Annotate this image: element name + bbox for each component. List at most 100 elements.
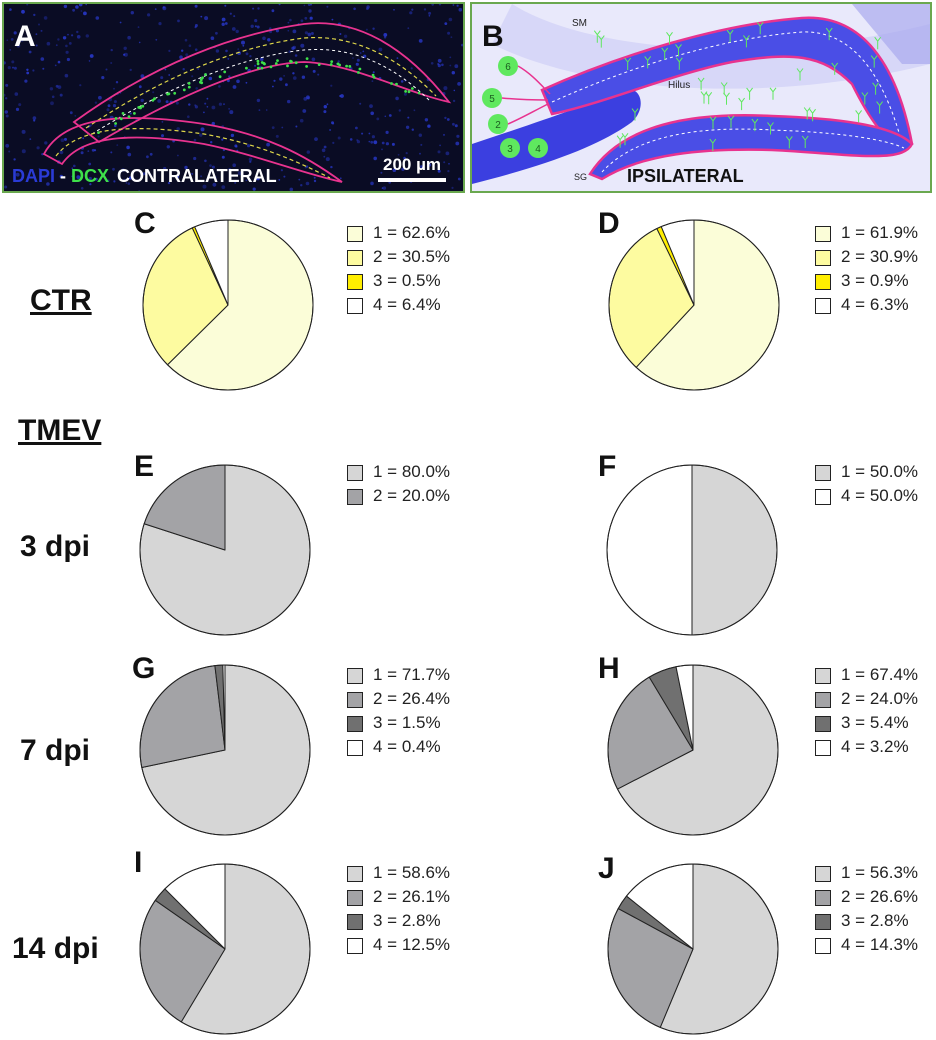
dapi-nucleus — [79, 84, 82, 87]
legend-swatch — [815, 274, 831, 290]
dapi-nucleus — [4, 185, 8, 189]
cell-4-label: 4 — [535, 144, 541, 155]
dapi-nucleus — [168, 49, 171, 53]
dapi-nucleus — [194, 26, 197, 29]
pie-outline — [139, 863, 311, 1035]
dapi-nucleus — [188, 44, 192, 47]
dapi-nucleus — [154, 8, 157, 10]
dcx-cell — [200, 81, 204, 85]
dapi-nucleus — [331, 121, 334, 125]
legend-label: 2 = 26.6% — [841, 887, 919, 906]
dcx-cell — [269, 65, 273, 69]
dapi-nucleus — [76, 30, 79, 34]
panel-b-schematic: 6 5 2 3 4 SM Hilus SG IPSILATERAL B — [470, 2, 932, 193]
dapi-nucleus — [140, 74, 145, 79]
dcx-cell — [329, 63, 333, 66]
lower-blade-dashed-line — [55, 128, 331, 179]
dapi-nucleus — [57, 38, 60, 41]
dapi-nucleus — [250, 24, 254, 28]
dcx-neuron-sketch — [738, 97, 745, 111]
dcx-cell — [411, 87, 414, 90]
legend-label: 3 = 1.5% — [373, 713, 441, 732]
dapi-nucleus — [200, 127, 205, 132]
dapi-nucleus — [21, 129, 26, 134]
dapi-nucleus — [221, 22, 225, 26]
dapi-nucleus — [444, 116, 447, 120]
dapi-nucleus — [212, 182, 217, 187]
dapi-nucleus — [146, 155, 149, 159]
dapi-nucleus — [65, 44, 68, 48]
dcx-cell — [245, 66, 248, 70]
dapi-nucleus — [137, 26, 140, 28]
dapi-nucleus — [66, 57, 70, 62]
dapi-nucleus — [337, 60, 340, 63]
dapi-nucleus — [307, 4, 311, 6]
dcx-neuron-sketch — [644, 56, 652, 69]
dapi-nucleus — [29, 40, 32, 43]
dapi-nucleus — [236, 79, 240, 84]
dapi-nucleus — [112, 104, 117, 108]
dcx-neuron-sketch — [624, 57, 632, 70]
dapi-nucleus — [330, 165, 333, 169]
dapi-nucleus — [340, 177, 342, 179]
dcx-neuron-sketch — [855, 110, 862, 123]
dapi-nucleus — [303, 97, 308, 101]
dapi-nucleus — [413, 109, 416, 112]
dapi-nucleus — [385, 130, 389, 134]
dapi-nucleus — [38, 167, 41, 170]
legend-swatch — [347, 890, 363, 906]
dapi-nucleus — [8, 150, 11, 153]
dapi-nucleus — [325, 157, 330, 162]
dapi-nucleus — [326, 103, 329, 106]
dapi-nucleus — [431, 4, 434, 6]
dapi-nucleus — [275, 134, 279, 138]
dcx-cell — [204, 73, 207, 76]
dapi-nucleus — [42, 67, 45, 70]
dapi-nucleus — [57, 60, 61, 64]
dapi-nucleus — [123, 46, 127, 50]
dapi-nucleus — [188, 103, 191, 106]
legend-swatch — [815, 890, 831, 906]
dcx-neuron-sketch — [796, 68, 804, 81]
dcx-cell — [127, 115, 131, 119]
pie-chart-j — [607, 863, 779, 1035]
dapi-nucleus — [437, 58, 442, 63]
dapi-nucleus — [355, 62, 359, 66]
dapi-nucleus — [330, 84, 333, 87]
dcx-cell — [260, 61, 264, 64]
dapi-nucleus — [265, 109, 268, 111]
cell-5-label: 5 — [489, 94, 495, 105]
cell-2-label: 2 — [495, 120, 501, 131]
dcx-neuron-sketch — [876, 101, 883, 114]
schematic-graphic: 6 5 2 3 4 SM Hilus SG IPSILATERAL — [472, 4, 930, 191]
dapi-nucleus — [33, 119, 36, 122]
dcx-neuron-sketch — [700, 91, 708, 104]
dapi-nucleus — [15, 172, 20, 177]
dapi-nucleus — [378, 47, 383, 52]
pie-slice-f-1 — [691, 464, 778, 636]
dcx-neuron-sketch — [874, 36, 882, 50]
dapi-nucleus — [385, 142, 389, 146]
dapi-nucleus — [245, 81, 248, 84]
dapi-nucleus — [95, 16, 100, 20]
pie-outline — [139, 664, 311, 836]
dapi-nucleus — [314, 137, 318, 142]
row-label-tmev: TMEV — [18, 414, 102, 447]
dapi-nucleus — [452, 99, 456, 103]
dcx-cell — [173, 91, 177, 95]
dapi-nucleus — [371, 135, 375, 139]
dapi-nucleus — [38, 23, 40, 26]
dapi-nucleus — [206, 97, 209, 100]
dapi-nucleus — [112, 167, 115, 171]
row-label-3dpi: 3 dpi — [20, 530, 91, 563]
row-label-14dpi: 14 dpi — [12, 932, 99, 965]
dapi-nucleus — [454, 64, 459, 69]
dcx-neuron-sketch — [597, 35, 605, 48]
dapi-nucleus — [194, 48, 198, 51]
dapi-nucleus — [271, 9, 275, 13]
dapi-nucleus — [67, 33, 69, 36]
dapi-nucleus — [437, 169, 441, 173]
dapi-nucleus — [116, 144, 119, 147]
dapi-nucleus — [194, 104, 197, 107]
dapi-nucleus — [110, 48, 113, 52]
